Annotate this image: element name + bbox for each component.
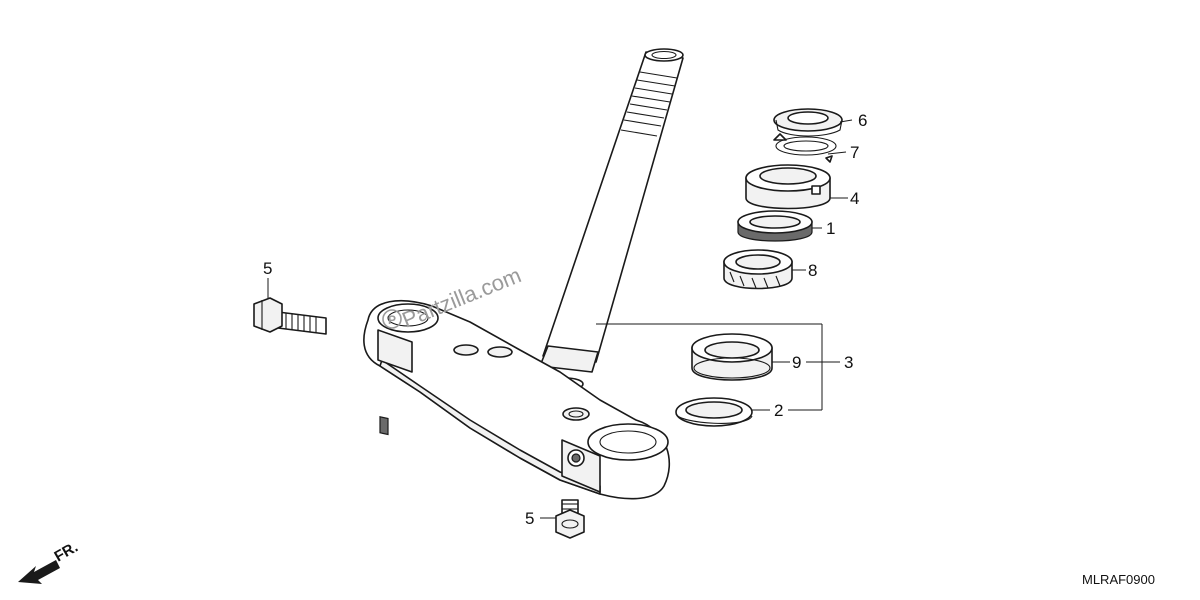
leader-lines	[267, 119, 853, 519]
part-9-lower-bearing	[691, 333, 773, 381]
callout-1: 1	[826, 219, 835, 238]
diagram-code: MLRAF0900	[1082, 572, 1155, 587]
callout-7: 7	[850, 143, 859, 162]
part-6-lock-nut	[773, 108, 843, 137]
steering-stem	[539, 48, 684, 391]
callout-9: 9	[792, 353, 801, 372]
bolt-long	[253, 297, 327, 335]
bottom-bridge	[363, 300, 671, 500]
arrow-icon	[18, 560, 60, 584]
callout-5-bottom: 5	[525, 509, 534, 528]
bolt-short	[555, 499, 585, 539]
part-8-bearing	[723, 249, 793, 290]
callout-4: 4	[850, 189, 859, 208]
part-1-seal	[737, 210, 813, 242]
callout-6: 6	[858, 111, 867, 130]
svg-text:P: P	[388, 313, 396, 327]
callout-8: 8	[808, 261, 817, 280]
callout-2: 2	[774, 401, 783, 420]
callout-3: 3	[844, 353, 853, 372]
front-direction-arrow: FR.	[18, 539, 81, 584]
part-7-lock-washer	[773, 133, 837, 163]
callout-5-left: 5	[263, 259, 272, 278]
part-4-adjust-nut	[745, 164, 831, 210]
part-2-dust-seal	[675, 397, 753, 427]
